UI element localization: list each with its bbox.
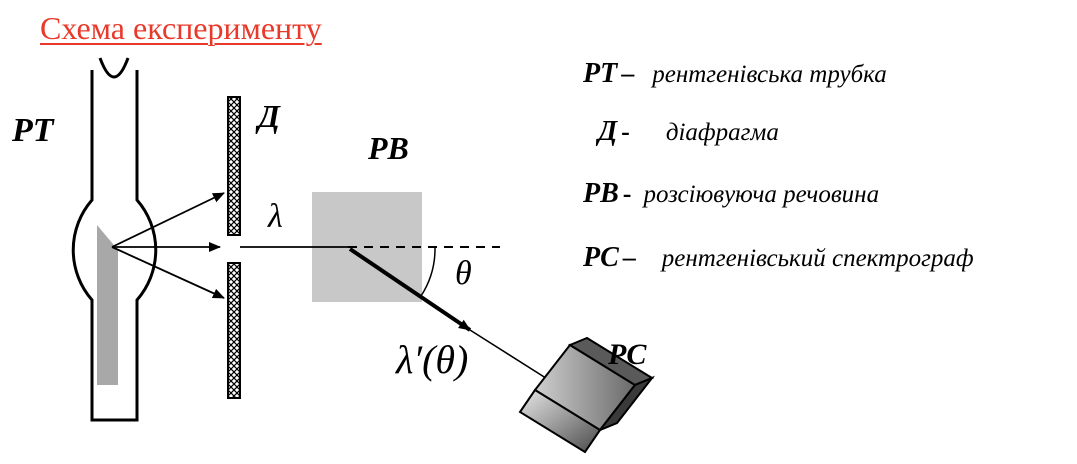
angle-label: θ	[455, 255, 472, 292]
scatterer-label: РВ	[368, 130, 409, 166]
tube-label: РТ	[12, 112, 54, 149]
spectrograph-label: РС	[608, 338, 647, 371]
incident-wavelength-label: λ	[268, 198, 283, 235]
rays	[111, 192, 561, 388]
scattered-wavelength-label: λ′(θ)	[396, 337, 469, 382]
spectrograph	[518, 336, 656, 454]
diaphragm	[227, 96, 241, 399]
xray-tube	[71, 57, 158, 422]
diaphragm-label: Д	[258, 98, 280, 134]
diagram-title: Схема експерименту	[40, 10, 322, 46]
